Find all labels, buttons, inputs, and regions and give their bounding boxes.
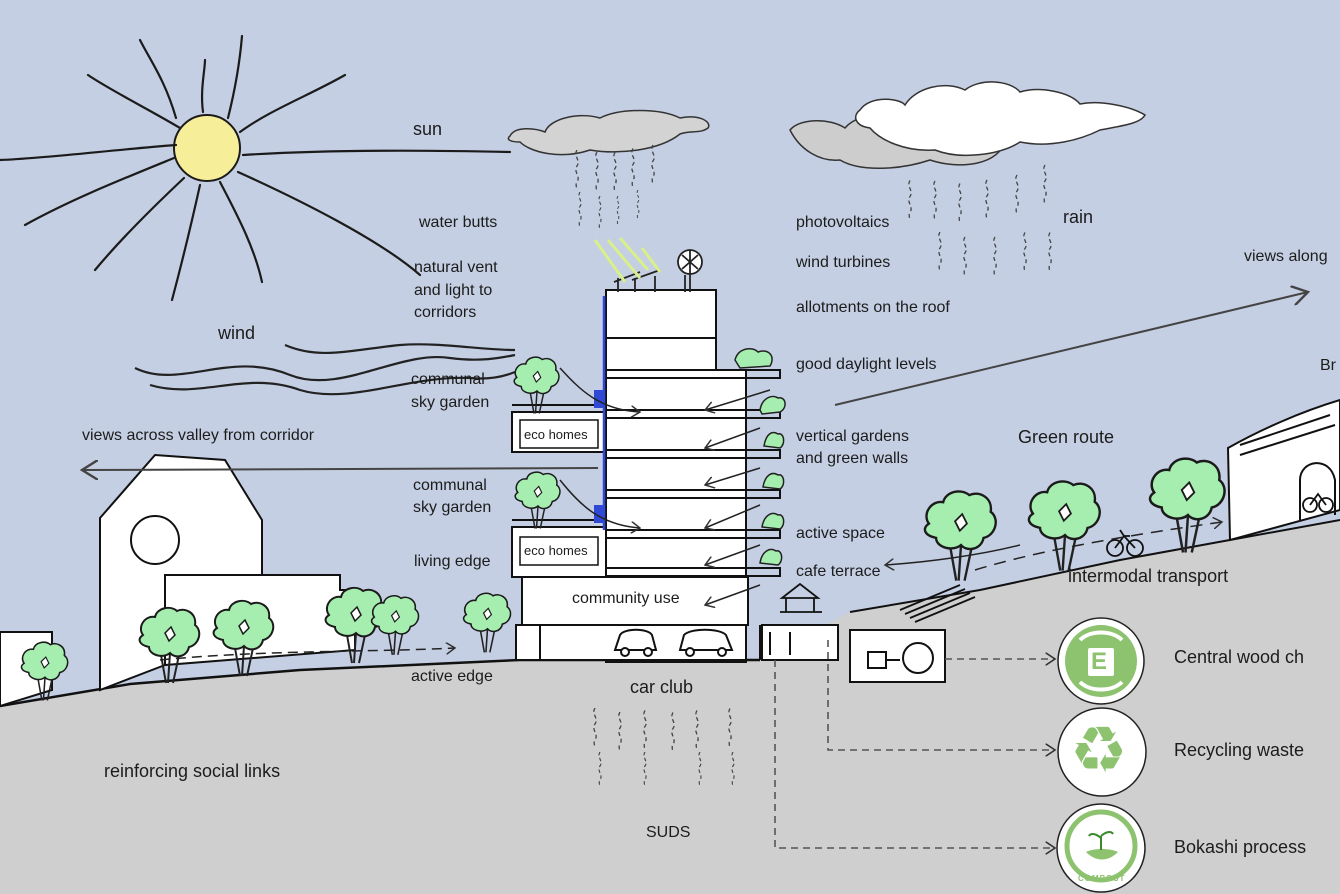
sun-icon	[0, 34, 512, 302]
balcony-plants	[734, 347, 786, 566]
tower-floors	[511, 296, 781, 660]
recycling-symbol-icon: ♻	[1070, 714, 1128, 788]
tree	[1148, 457, 1226, 554]
label-bokashi: Bokashi process	[1174, 837, 1307, 857]
glass-panel	[594, 390, 604, 408]
view-arrows	[82, 292, 1308, 470]
bicycle-icon	[1106, 529, 1144, 557]
car-club-cars	[613, 628, 734, 657]
compost-badge-text: COMPOST	[1078, 874, 1126, 883]
label-community-use: community use	[572, 590, 680, 607]
compost-badge-icon	[1056, 803, 1146, 893]
label-natural-vent: natural vent	[414, 259, 498, 276]
recycling-badge-icon	[1057, 707, 1147, 797]
eco-homes-box-upper	[519, 419, 599, 449]
cloud-big	[789, 81, 1147, 169]
label-sky-garden-lower: sky garden	[413, 499, 492, 516]
tree	[462, 592, 512, 654]
label-suds: SUDS	[646, 824, 691, 841]
label-eco-homes-lower: eco homes	[524, 543, 588, 558]
eco-homes-box-lower	[519, 536, 599, 566]
label-living-edge: living edge	[414, 553, 491, 570]
rooftop-pv-turbine	[613, 249, 703, 292]
label-reinforcing: reinforcing social links	[104, 761, 281, 781]
tree	[370, 594, 420, 656]
label-wood-chip: Central wood ch	[1174, 647, 1305, 667]
wood-chip-badge-icon	[1057, 617, 1145, 705]
label-green-route: Green route	[1018, 427, 1115, 447]
label-vertical-gardens: vertical gardens	[796, 428, 909, 445]
label-br: Br	[1320, 357, 1336, 374]
circulation-arrows	[159, 367, 1222, 661]
label-eco-homes-upper: eco homes	[524, 427, 588, 442]
sun-rays-on-pv	[593, 237, 662, 283]
label-vertical-gardens: and green walls	[796, 450, 909, 467]
label-allotments: allotments on the roof	[796, 299, 950, 316]
label-active-space: active space	[796, 525, 885, 542]
tree	[1027, 480, 1101, 572]
label-sky-garden-upper: sky garden	[411, 394, 490, 411]
cafe-kiosk	[779, 582, 976, 623]
ground	[0, 520, 1340, 894]
label-photovoltaics: photovoltaics	[796, 214, 890, 231]
basement-plant	[769, 632, 934, 674]
label-car-club: car club	[630, 677, 694, 697]
label-sun: sun	[413, 119, 443, 139]
bicycle-icon	[1302, 492, 1334, 513]
bridge-building	[1226, 398, 1340, 542]
rain-left	[575, 144, 655, 230]
label-wind: wind	[218, 323, 256, 343]
service-arrows	[774, 640, 1055, 848]
label-wind-turbines: wind turbines	[796, 254, 891, 271]
label-intermodal: intermodal transport	[1068, 566, 1229, 586]
cloud-small	[507, 109, 710, 156]
tree	[212, 599, 275, 678]
label-natural-vent: corridors	[414, 304, 477, 321]
label-sky-garden-lower: communal	[413, 477, 487, 494]
label-natural-vent: and light to	[414, 282, 493, 299]
label-water-butts: water butts	[419, 214, 498, 231]
rain-right	[908, 163, 1053, 278]
label-views-along: views along	[1244, 248, 1328, 265]
label-cafe-terrace: cafe terrace	[796, 563, 881, 580]
label-active-edge: active edge	[411, 668, 493, 685]
wood-chip-letter: E	[1091, 648, 1108, 675]
label-sky-garden-upper: communal	[411, 371, 485, 388]
label-daylight: good daylight levels	[796, 356, 937, 373]
label-views-valley: views across valley from corridor	[82, 427, 315, 444]
label-rain: rain	[1063, 207, 1094, 227]
glass-panel	[594, 505, 604, 523]
wind-lines	[134, 343, 516, 396]
label-recycling: Recycling waste	[1174, 740, 1305, 760]
